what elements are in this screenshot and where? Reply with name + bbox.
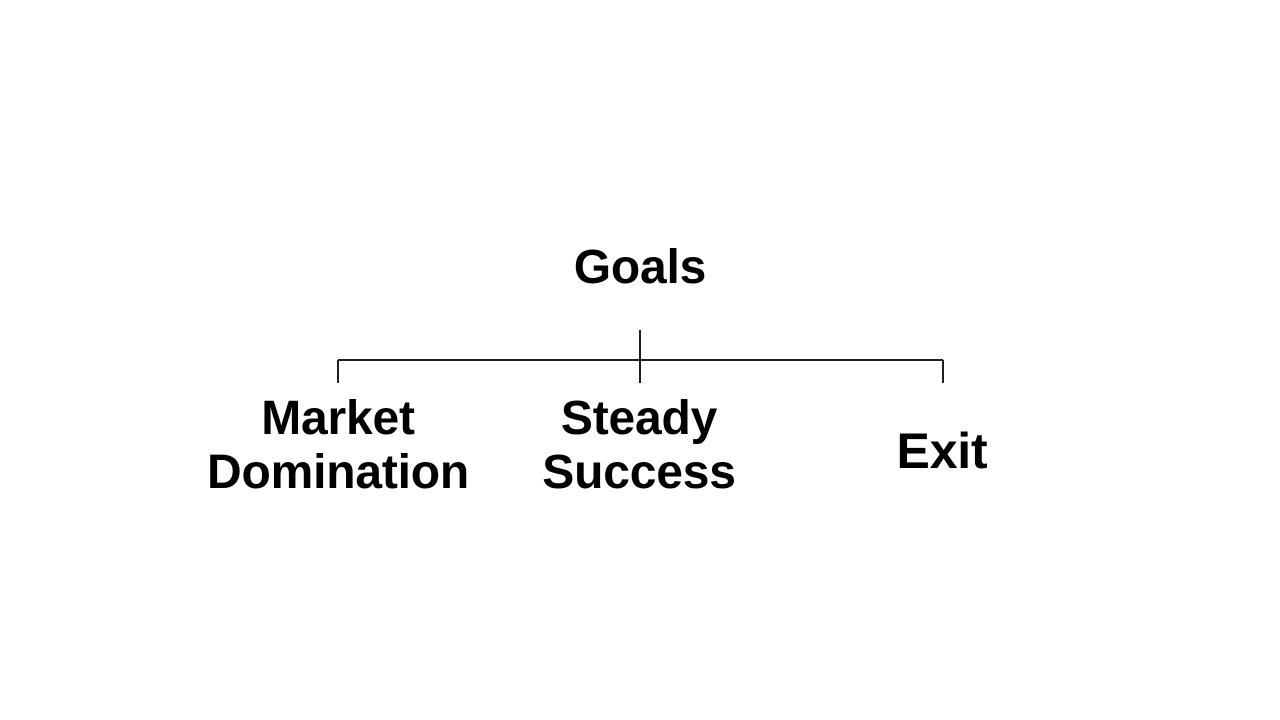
node-market-domination: Market Domination (207, 392, 469, 499)
node-steady-success: Steady Success (542, 392, 736, 499)
node-exit: Exit (896, 423, 988, 479)
node-root-goals: Goals (573, 241, 707, 294)
